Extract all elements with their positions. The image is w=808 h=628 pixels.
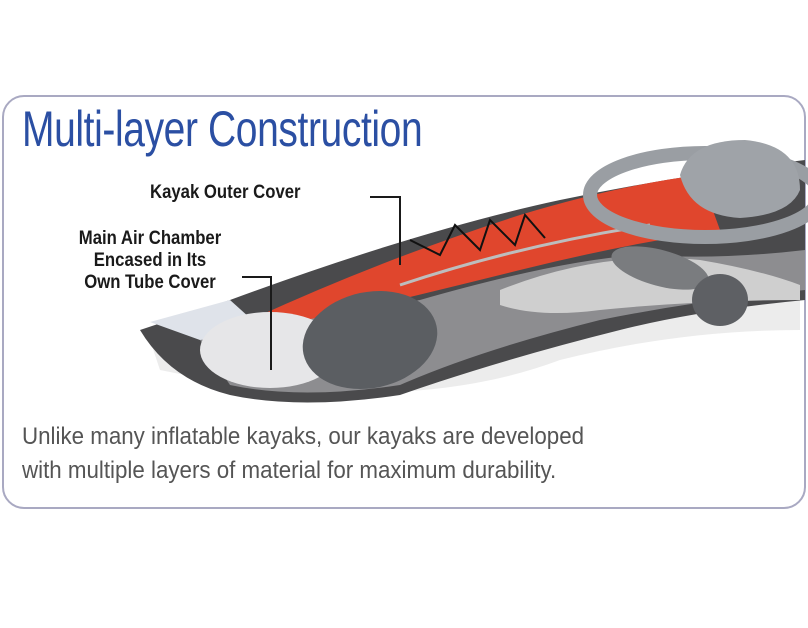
- label-outer-cover: Kayak Outer Cover: [150, 182, 301, 203]
- label-air-chamber-line2: Encased in Its: [93, 250, 207, 271]
- label-air-chamber: Main Air Chamber Encased in Its Own Tube…: [44, 228, 255, 294]
- seat: [680, 140, 800, 218]
- bungee-cords: [409, 213, 546, 257]
- caption-line2: with multiple layers of material for max…: [22, 457, 557, 484]
- caption: Unlike many inflatable kayaks, our kayak…: [22, 420, 584, 488]
- leader-line-outer-cover: [370, 196, 401, 265]
- caption-line1: Unlike many inflatable kayaks, our kayak…: [22, 423, 585, 450]
- page-title: Multi-layer Construction: [22, 101, 423, 157]
- air-chamber-tube: [302, 290, 438, 390]
- leader-line-air-chamber: [242, 276, 272, 370]
- side-tube-end: [692, 274, 748, 326]
- label-air-chamber-line3: Own Tube Cover: [84, 272, 216, 293]
- label-air-chamber-line1: Main Air Chamber: [78, 228, 222, 249]
